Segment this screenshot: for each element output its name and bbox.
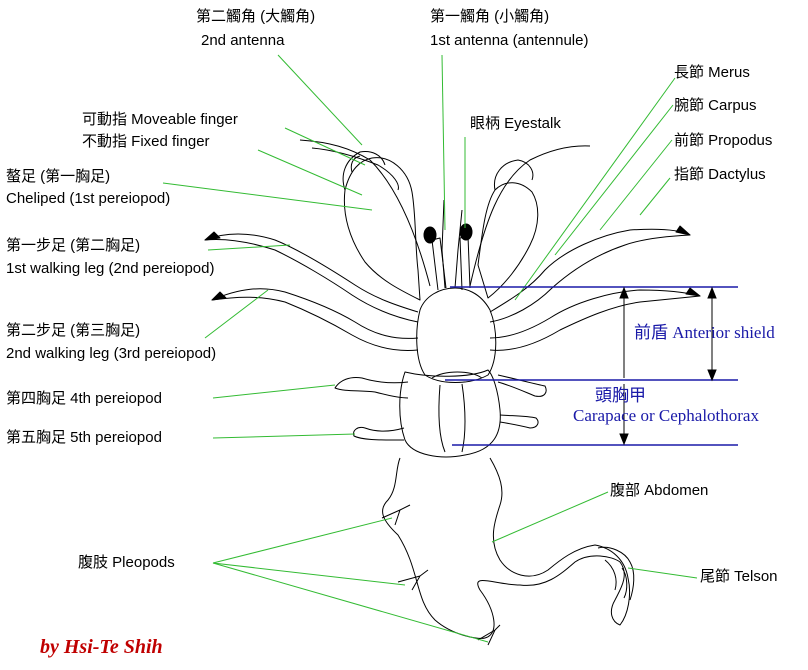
- crab-drawing: [204, 139, 701, 646]
- pleopod-2: [397, 569, 429, 591]
- antenna2-label-en: 2nd antenna: [201, 32, 285, 49]
- cheliped-left-outline: [343, 157, 421, 301]
- propodus-label: 前節 Propodus: [674, 132, 773, 149]
- eyestalk-left-outline: [431, 237, 447, 291]
- posterior-carapace: [399, 369, 501, 458]
- walking-leg1-label-zh: 第一步足 (第二胸足): [6, 237, 141, 254]
- pereiopod4-left: [334, 377, 409, 399]
- walking-leg2-label-en: 2nd walking leg (3rd pereiopod): [6, 345, 217, 362]
- pleopod-1: [381, 504, 411, 526]
- eyestalk-right-outline: [459, 235, 471, 291]
- cheliped-label-zh: 螯足 (第一胸足): [6, 168, 111, 185]
- dimension-arrows: [619, 286, 717, 446]
- eyestalk-label: 眼柄 Eyestalk: [470, 115, 561, 132]
- merus-label: 長節 Merus: [674, 64, 750, 81]
- pereiopod4-label: 第四胸足 4th pereiopod: [6, 390, 162, 407]
- telson-outline: [597, 546, 635, 601]
- leader-lines: [162, 54, 698, 643]
- antenna1-label-en: 1st antenna (antennule): [430, 32, 589, 49]
- pereiopod5-label: 第五胸足 5th pereiopod: [6, 429, 162, 446]
- antenna2-left-outline: [299, 139, 431, 287]
- pereiopod5-right: [499, 414, 539, 429]
- shield-measure: [445, 286, 738, 446]
- eye-left: [423, 226, 437, 244]
- walking-leg-left-1: [204, 233, 419, 323]
- cheliped-right-outline: [477, 182, 539, 299]
- cheliped-label-en: Cheliped (1st pereiopod): [6, 190, 171, 207]
- author-credit: by Hsi-Te Shih: [40, 636, 163, 658]
- abdomen-outline: [382, 457, 631, 639]
- anterior-shield-label: 前盾 Anterior shield: [634, 323, 775, 342]
- antenna1-label-zh: 第一觸角 (小觸角): [430, 8, 550, 25]
- telson-label: 尾節 Telson: [700, 568, 778, 585]
- abdomen-label: 腹部 Abdomen: [610, 482, 709, 499]
- pleopod-3: [477, 624, 501, 646]
- pleopods-label: 腹肢 Pleopods: [78, 554, 175, 571]
- carapace-label-en: Carapace or Cephalothorax: [573, 406, 759, 425]
- carpus-label: 腕節 Carpus: [674, 97, 757, 114]
- fixed-finger-label: 不動指 Fixed finger: [82, 133, 210, 150]
- antenna2-label-zh: 第二觸角 (大觸角): [196, 8, 316, 25]
- moveable-finger-label: 可動指 Moveable finger: [82, 111, 238, 128]
- carapace-label-zh: 頭胸甲: [595, 386, 646, 405]
- dactylus-label: 指節 Dactylus: [674, 166, 766, 183]
- walking-leg2-label-zh: 第二步足 (第三胸足): [6, 322, 141, 339]
- eye-right: [459, 223, 473, 241]
- walking-leg1-label-en: 1st walking leg (2nd pereiopod): [6, 260, 215, 277]
- walking-leg-left-2: [211, 288, 419, 351]
- pereiopod4-right: [497, 374, 547, 397]
- pereiopod5-left: [353, 427, 405, 441]
- walking-leg-right-1: [489, 228, 691, 323]
- anterior-shield-outline: [416, 287, 497, 383]
